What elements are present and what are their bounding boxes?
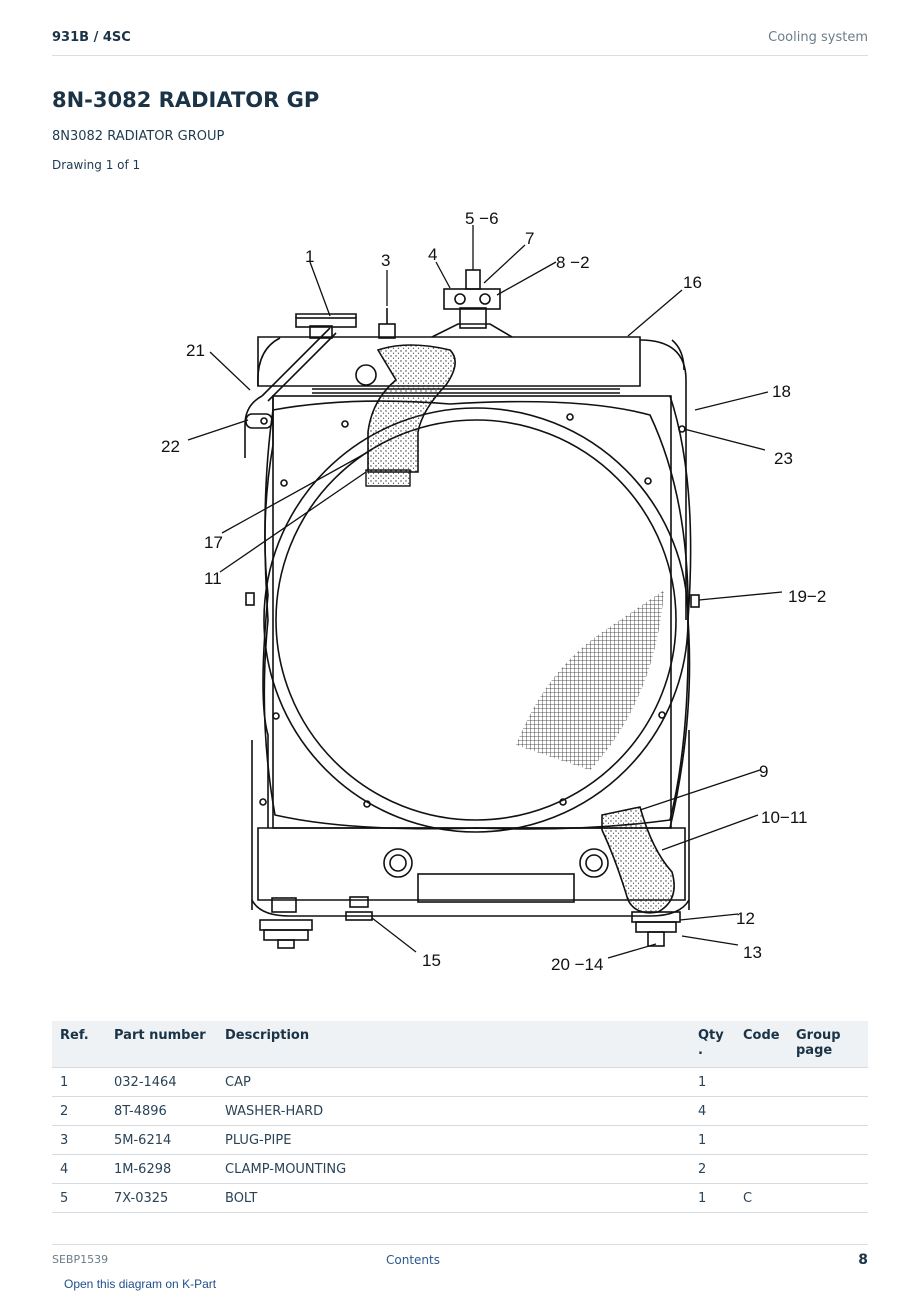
- callout-1: 1: [305, 247, 314, 266]
- table-row: 4 1M-6298 CLAMP-MOUNTING 2: [52, 1154, 868, 1184]
- model-label: 931B / 4SC: [52, 30, 131, 45]
- cell-part-number: 7X-0325: [106, 1183, 217, 1213]
- col-part-number: Part number: [106, 1021, 217, 1068]
- cell-group-page: [788, 1067, 868, 1097]
- header-divider: [52, 55, 868, 56]
- footer-divider: [52, 1244, 868, 1245]
- callout-11: 11: [204, 569, 222, 588]
- callout-12: 12: [736, 909, 755, 928]
- table-row: 1 032-1464 CAP 1: [52, 1067, 868, 1097]
- callout-20-14: 20 −14: [551, 955, 603, 974]
- cell-part-number: 5M-6214: [106, 1125, 217, 1155]
- radiator-drawing: [244, 269, 700, 949]
- lower-hose: [601, 806, 675, 914]
- cell-group-page: [788, 1183, 868, 1213]
- cell-description: PLUG-PIPE: [217, 1125, 690, 1155]
- table-row: 5 7X-0325 BOLT 1 C: [52, 1183, 868, 1213]
- cell-description: BOLT: [217, 1183, 690, 1213]
- callout-18: 18: [772, 382, 791, 401]
- col-ref: Ref.: [52, 1021, 106, 1068]
- cell-description: CAP: [217, 1067, 690, 1097]
- col-description: Description: [217, 1021, 690, 1068]
- callout-22: 22: [161, 437, 180, 456]
- col-group-page: Group page: [788, 1021, 868, 1068]
- callout-15: 15: [422, 951, 441, 970]
- callout-16: 16: [683, 273, 702, 292]
- callout-3: 3: [381, 251, 390, 270]
- callout-21: 21: [186, 341, 205, 360]
- cell-qty: 4: [690, 1096, 735, 1126]
- cell-qty: 1: [690, 1183, 735, 1213]
- page-number: 8: [858, 1252, 868, 1268]
- table-row: 2 8T-4896 WASHER-HARD 4: [52, 1096, 868, 1126]
- cell-ref: 2: [52, 1096, 106, 1126]
- upper-hose: [367, 344, 456, 473]
- cell-ref: 4: [52, 1154, 106, 1184]
- table-row: 3 5M-6214 PLUG-PIPE 1: [52, 1125, 868, 1155]
- cell-code: [735, 1125, 788, 1155]
- callout-17: 17: [204, 533, 223, 552]
- page-subtitle: 8N3082 RADIATOR GROUP: [52, 129, 225, 144]
- cell-description: WASHER-HARD: [217, 1096, 690, 1126]
- leader-lines: [187, 225, 783, 959]
- cell-qty: 2: [690, 1154, 735, 1184]
- callout-23: 23: [774, 449, 793, 468]
- drawing-number: Drawing 1 of 1: [52, 158, 141, 172]
- callout-8-2: 8 −2: [556, 253, 590, 272]
- section-label: Cooling system: [768, 30, 868, 45]
- cell-code: [735, 1096, 788, 1126]
- cell-description: CLAMP-MOUNTING: [217, 1154, 690, 1184]
- callout-7: 7: [525, 229, 534, 248]
- cell-code: [735, 1154, 788, 1184]
- cell-ref: 3: [52, 1125, 106, 1155]
- callout-9: 9: [759, 762, 768, 781]
- callout-19-2: 19−2: [788, 587, 826, 606]
- cell-group-page: [788, 1125, 868, 1155]
- page-title: 8N-3082 RADIATOR GP: [52, 88, 320, 112]
- document-id: SEBP1539: [52, 1253, 109, 1266]
- col-code: Code: [735, 1021, 788, 1068]
- cell-code: C: [735, 1183, 788, 1213]
- radiator-diagram: 1 3 4 5 −6 7 8 −2 16 21 18 22 23 17 11 1…: [150, 200, 850, 990]
- cell-part-number: 8T-4896: [106, 1096, 217, 1126]
- contents-link[interactable]: Contents: [386, 1253, 440, 1267]
- cell-group-page: [788, 1154, 868, 1184]
- callout-10-11: 10−11: [761, 808, 807, 827]
- cell-group-page: [788, 1096, 868, 1126]
- callout-4: 4: [428, 245, 437, 264]
- callout-5-6: 5 −6: [465, 209, 499, 228]
- cell-qty: 1: [690, 1067, 735, 1097]
- cell-part-number: 1M-6298: [106, 1154, 217, 1184]
- callout-13: 13: [743, 943, 762, 962]
- cell-qty: 1: [690, 1125, 735, 1155]
- kpart-link[interactable]: Open this diagram on K-Part: [64, 1277, 217, 1291]
- parts-table: Ref. Part number Description Qty . Code …: [52, 1021, 868, 1213]
- cell-ref: 5: [52, 1183, 106, 1213]
- col-qty: Qty .: [690, 1021, 735, 1068]
- parts-table-header: Ref. Part number Description Qty . Code …: [52, 1021, 868, 1068]
- cell-code: [735, 1067, 788, 1097]
- cell-part-number: 032-1464: [106, 1067, 217, 1097]
- cell-ref: 1: [52, 1067, 106, 1097]
